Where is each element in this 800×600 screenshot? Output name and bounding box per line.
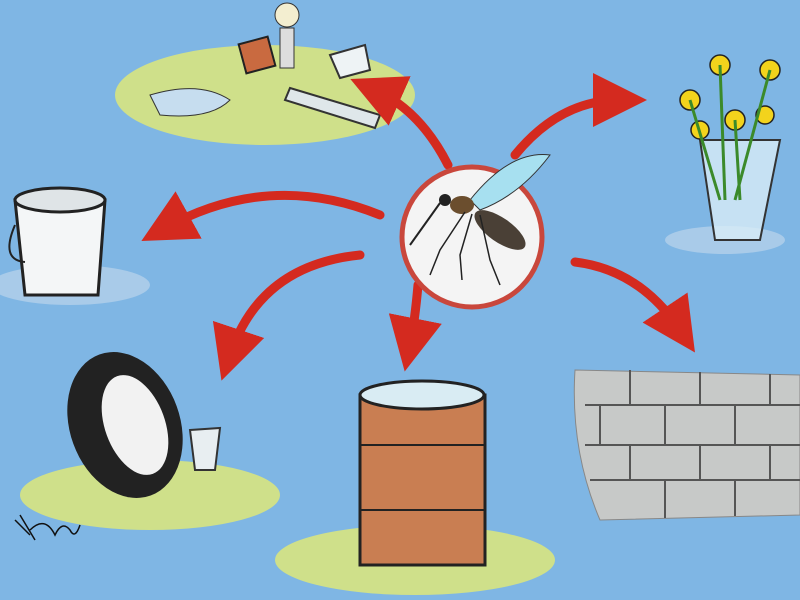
artist-signature <box>14 514 81 541</box>
arrow-icon <box>141 73 695 381</box>
litter-icon <box>115 2 415 145</box>
mosquito-icon <box>399 154 551 310</box>
flower-vase-icon <box>665 54 785 254</box>
brick-wall-icon <box>573 369 800 521</box>
bucket-icon <box>0 186 150 305</box>
oil-drum-icon <box>275 379 555 595</box>
tire-icon <box>20 352 280 530</box>
